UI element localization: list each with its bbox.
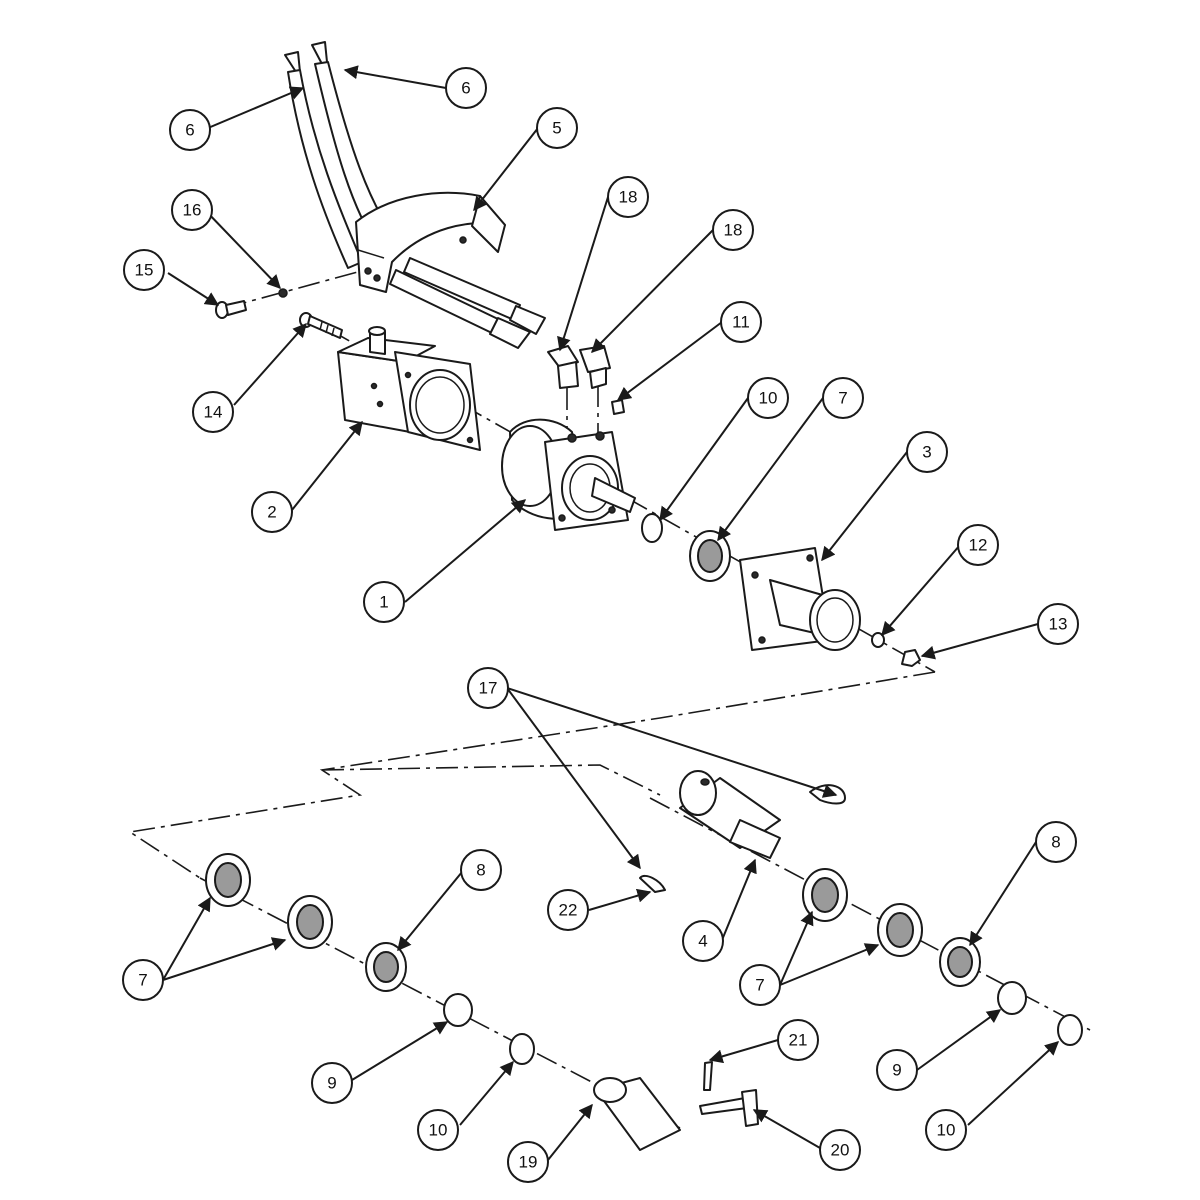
svg-text:14: 14 (204, 403, 223, 422)
transfer-line (127, 671, 936, 879)
bearing-seal-lower-right-2 (877, 903, 923, 957)
callout-20: 20 (819, 1129, 861, 1171)
callout-10-lower-right: 10 (925, 1109, 967, 1151)
pivot-shaft-19 (593, 1077, 681, 1151)
callout-3: 3 (906, 431, 948, 473)
bearing-seal-lower-left-1 (205, 853, 251, 907)
callout-19: 19 (507, 1141, 549, 1183)
svg-text:4: 4 (698, 932, 707, 951)
svg-text:15: 15 (135, 261, 154, 280)
retaining-ring-10-right (1057, 1014, 1083, 1046)
drive-shaft (679, 770, 781, 859)
callout-18b: 18 (712, 209, 754, 251)
svg-text:10: 10 (429, 1121, 448, 1140)
svg-text:17: 17 (479, 679, 498, 698)
svg-text:16: 16 (183, 201, 202, 220)
svg-text:5: 5 (552, 119, 561, 138)
svg-text:20: 20 (831, 1141, 850, 1160)
callout-12: 12 (957, 524, 999, 566)
svg-text:10: 10 (759, 389, 778, 408)
callout-14: 14 (192, 391, 234, 433)
callout-18a: 18 (607, 176, 649, 218)
bearing-seal-upper (689, 530, 731, 582)
callout-5: 5 (536, 107, 578, 149)
svg-text:18: 18 (619, 188, 638, 207)
svg-text:21: 21 (789, 1031, 808, 1050)
seal-8-right (939, 937, 981, 987)
retaining-ring-upper (641, 513, 663, 543)
lock-washer-16 (278, 288, 288, 298)
callout-7-lower-left: 7 (122, 959, 164, 1001)
callout-6b: 6 (445, 67, 487, 109)
callout-15: 15 (123, 249, 165, 291)
washer-9-left (443, 993, 473, 1027)
mount-bracket (337, 326, 481, 451)
svg-text:13: 13 (1049, 615, 1068, 634)
washer-12 (871, 632, 885, 648)
svg-text:2: 2 (267, 503, 276, 522)
bearing-housing (739, 547, 861, 651)
callout-17: 17 (467, 667, 509, 709)
callout-22: 22 (547, 889, 589, 931)
svg-text:9: 9 (892, 1061, 901, 1080)
bolt-14 (299, 312, 343, 339)
svg-text:7: 7 (138, 971, 147, 990)
elbow-fittings (547, 345, 611, 389)
svg-text:22: 22 (559, 901, 578, 920)
svg-text:8: 8 (476, 861, 485, 880)
nut-13 (901, 649, 921, 667)
callout-8-left: 8 (460, 849, 502, 891)
cotter-21 (703, 1061, 713, 1091)
callout-21: 21 (777, 1019, 819, 1061)
callout-2: 2 (251, 491, 293, 533)
bolt-15 (215, 300, 247, 319)
bearing-seal-lower-left-2 (287, 895, 333, 949)
key-11 (611, 399, 625, 415)
callout-6a: 6 (169, 109, 211, 151)
callout-4: 4 (682, 920, 724, 962)
svg-text:1: 1 (379, 593, 388, 612)
svg-text:9: 9 (327, 1074, 336, 1093)
svg-text:12: 12 (969, 536, 988, 555)
svg-text:11: 11 (732, 313, 750, 332)
callout-10-lower-left: 10 (417, 1109, 459, 1151)
svg-text:3: 3 (922, 443, 931, 462)
leader-lines (162, 65, 1060, 1161)
svg-text:6: 6 (185, 121, 194, 140)
callout-1: 1 (363, 581, 405, 623)
transfer-line-b (321, 764, 661, 796)
callout-9-left: 9 (311, 1062, 353, 1104)
callout-10-upper: 10 (747, 377, 789, 419)
callout-16: 16 (171, 189, 213, 231)
callout-7-lower-right: 7 (739, 964, 781, 1006)
callout-7-upper: 7 (822, 377, 864, 419)
callout-11: 11 (720, 301, 762, 343)
callout-9-right: 9 (876, 1049, 918, 1091)
svg-text:8: 8 (1051, 833, 1060, 852)
callout-8-right: 8 (1035, 821, 1077, 863)
svg-text:19: 19 (519, 1153, 538, 1172)
washer-9-right (997, 981, 1027, 1015)
cotter-pin-22 (639, 874, 666, 893)
svg-text:6: 6 (461, 79, 470, 98)
hydraulic-hoses (284, 41, 546, 349)
bolt-15-centerline (224, 269, 366, 309)
hydraulic-motor (501, 418, 636, 531)
svg-text:7: 7 (838, 389, 847, 408)
svg-text:18: 18 (724, 221, 743, 240)
pin-20 (699, 1089, 759, 1127)
bearing-seal-lower-right-1 (802, 868, 848, 922)
retaining-ring-10-left (509, 1033, 535, 1065)
lower-left-centerline (199, 877, 681, 1129)
seal-8-left (365, 942, 407, 992)
svg-text:7: 7 (755, 976, 764, 995)
callout-13: 13 (1037, 603, 1079, 645)
svg-text:10: 10 (937, 1121, 956, 1140)
